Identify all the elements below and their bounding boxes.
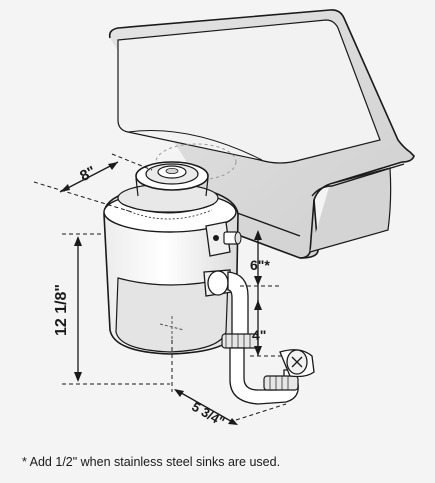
dimension-inlet-to-trap: 4": [250, 300, 282, 357]
dimension-unit-height: 12 1/8": [53, 233, 170, 385]
dimension-label-inlet-to-trap: 4": [252, 327, 266, 343]
p-trap-icon: [203, 269, 315, 405]
dimension-label-sink-to-inlet: 6"*: [250, 257, 270, 273]
dimension-label-sink-to-flange: 8": [77, 163, 99, 185]
dimension-label-unit-height: 12 1/8": [53, 284, 70, 336]
inlet-port-icon: [205, 221, 242, 257]
footnote: * Add 1/2" when stainless steel sinks ar…: [22, 455, 281, 469]
dimension-sink-to-flange: 8": [33, 153, 153, 213]
dimension-label-trap-offset: 5 3/4": [189, 399, 227, 430]
sink-flange-icon: [135, 161, 209, 197]
dimension-sink-to-inlet: 6"*: [240, 230, 280, 308]
sink-basin: [108, 9, 415, 259]
